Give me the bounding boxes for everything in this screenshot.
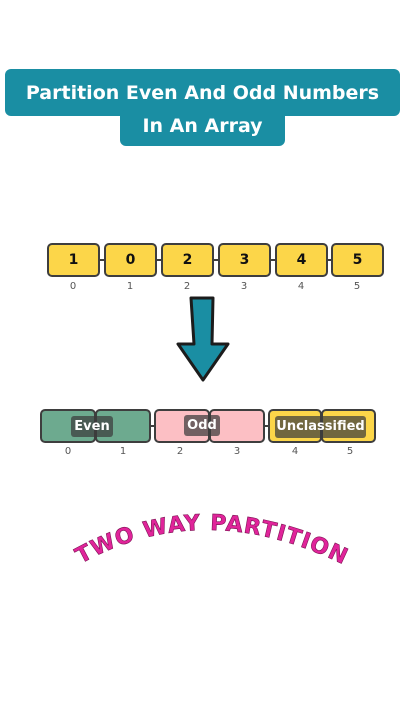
title-line-2: In An Array — [120, 110, 285, 146]
array-cell: 4 — [275, 243, 328, 277]
index-label: 2 — [183, 281, 191, 292]
cell-value: 4 — [296, 252, 307, 268]
index-label: 5 — [346, 446, 354, 457]
cell-value: 2 — [182, 252, 193, 268]
index-label: 1 — [119, 446, 127, 457]
down-arrow-icon — [176, 296, 230, 382]
index-label: 2 — [176, 446, 184, 457]
svg-text:TWO WAY PARTITION: TWO WAY PARTITION — [72, 511, 352, 570]
array-connector — [269, 259, 276, 261]
array-connector — [326, 259, 333, 261]
index-label: 5 — [353, 281, 361, 292]
array-cell: 2 — [161, 243, 214, 277]
cell-value: 3 — [239, 252, 250, 268]
array-cell: 1 — [47, 243, 100, 277]
index-label: 3 — [240, 281, 248, 292]
array-connector — [212, 259, 219, 261]
index-label: 3 — [233, 446, 241, 457]
odd-group-label: Odd — [184, 415, 220, 436]
even-group-label: Even — [71, 416, 113, 437]
two-way-partition-heading: TWO WAY PARTITION — [71, 511, 352, 571]
index-label: 0 — [69, 281, 77, 292]
array-cell: 3 — [218, 243, 271, 277]
index-label: 4 — [297, 281, 305, 292]
cell-value: 5 — [352, 252, 363, 268]
array-connector — [155, 259, 162, 261]
array-connector — [99, 259, 106, 261]
cell-value: 1 — [68, 252, 79, 268]
index-label: 4 — [291, 446, 299, 457]
array-cell: 0 — [104, 243, 157, 277]
title-line-1: Partition Even And Odd Numbers — [5, 69, 400, 116]
index-label: 0 — [64, 446, 72, 457]
array-cell: 5 — [331, 243, 384, 277]
index-label: 1 — [126, 281, 134, 292]
cell-value: 0 — [125, 252, 136, 268]
unclassified-group-label: Unclassified — [275, 416, 366, 438]
array-connector — [149, 425, 156, 427]
footer-text: TWO WAY PARTITION — [71, 511, 351, 571]
array-connector — [262, 425, 270, 427]
